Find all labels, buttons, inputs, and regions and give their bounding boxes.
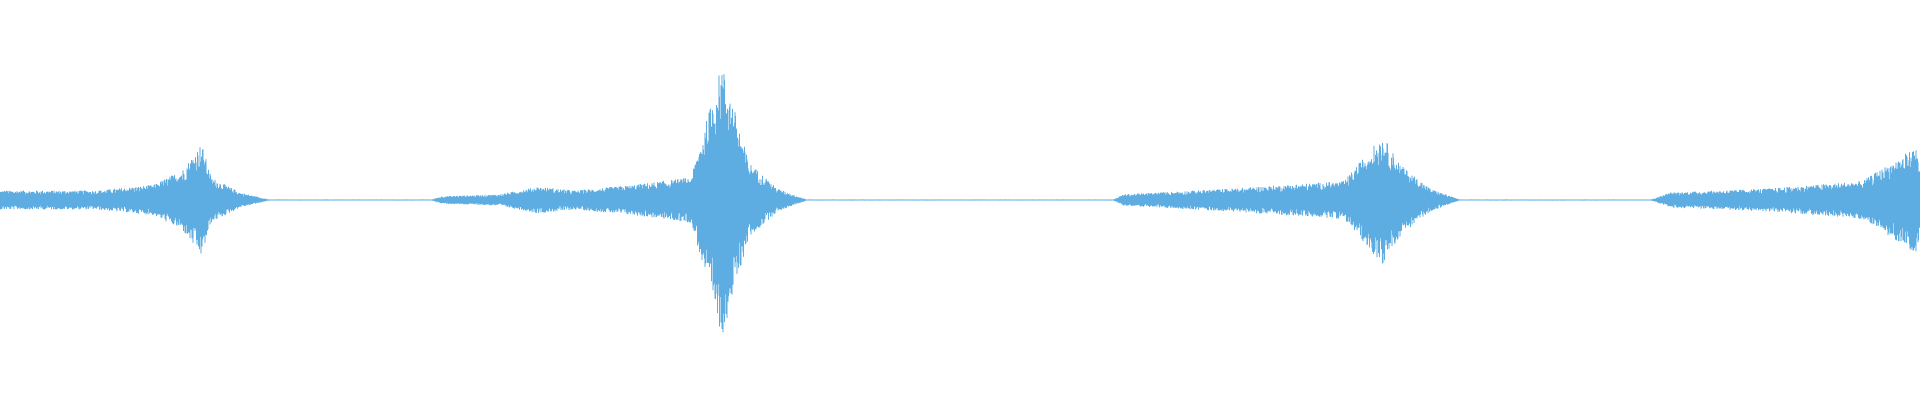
- waveform-signal: [0, 74, 1920, 333]
